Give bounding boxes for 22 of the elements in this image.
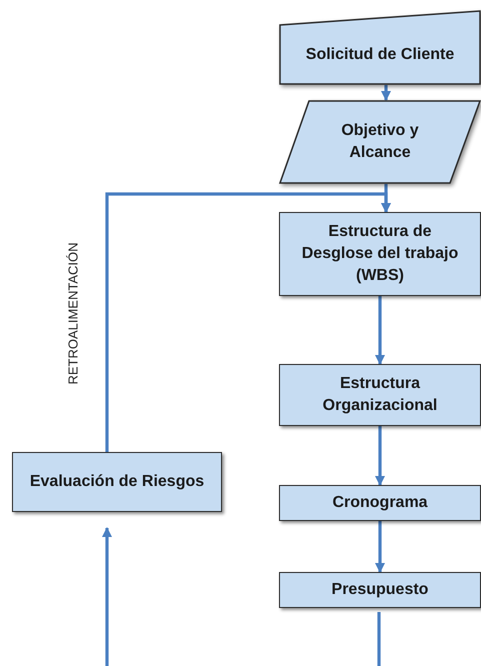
edge-label: RETROALIMENTACIÓN — [66, 242, 81, 384]
process-box — [279, 212, 481, 296]
box-text: Cronograma — [331, 493, 429, 513]
arrow — [374, 296, 386, 366]
arrow — [374, 521, 386, 574]
process-box — [279, 485, 481, 521]
process-box — [279, 364, 481, 426]
box-text: Estructura de Desglose del trabajo (WBS) — [300, 222, 460, 286]
box-text: Solicitud de Cliente — [305, 44, 455, 64]
process-box — [279, 572, 481, 608]
box-text: Objetivo y Alcance — [340, 121, 420, 163]
box-text: Presupuesto — [330, 580, 430, 600]
arrow — [102, 526, 112, 666]
box-text: Evaluación de Riesgos — [28, 472, 206, 492]
connector-line — [377, 612, 381, 666]
arrow — [380, 85, 392, 102]
input-parallelogram — [279, 100, 481, 184]
arrow — [374, 426, 386, 486]
arrow — [105, 192, 392, 452]
box-text: Estructura Organizacional — [322, 374, 438, 416]
process-box — [12, 452, 222, 512]
manual-input-box — [279, 10, 481, 85]
